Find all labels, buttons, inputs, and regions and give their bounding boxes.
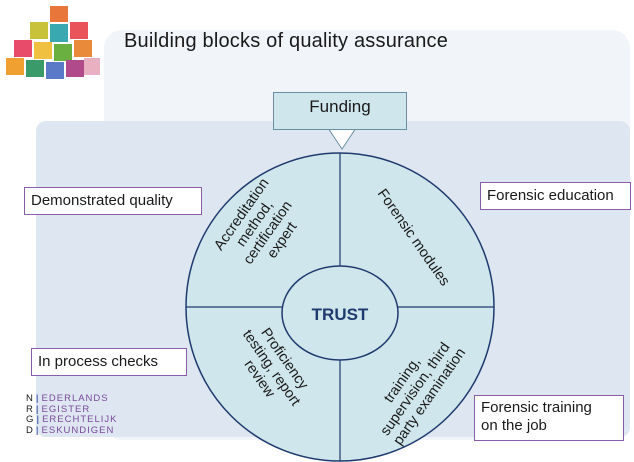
funding-arrow-icon [327, 127, 357, 150]
center-label: TRUST [312, 305, 369, 324]
forensic-training-label: Forensic training on the job [474, 395, 624, 441]
logo-row: R|EGISTER [26, 403, 91, 415]
demonstrated-quality-label: Demonstrated quality [24, 187, 202, 215]
building-blocks-image [6, 6, 100, 79]
nrgd-logo: N|EDERLANDS R|EGISTER G|ERECHTELIJK D|ES… [26, 393, 118, 436]
in-process-checks-label: In process checks [31, 348, 187, 376]
funding-box: Funding [273, 92, 407, 130]
logo-row: N|EDERLANDS [26, 393, 109, 404]
logo-row: G|ERECHTELIJK [26, 414, 118, 425]
forensic-training-line-1: Forensic training [481, 399, 592, 416]
logo-row: D|ESKUNDIGEN [26, 424, 115, 436]
forensic-education-label: Forensic education [480, 182, 631, 210]
page-title: Building blocks of quality assurance [124, 30, 449, 52]
forensic-training-line-2: on the job [481, 417, 547, 434]
inner-circle [281, 265, 399, 361]
